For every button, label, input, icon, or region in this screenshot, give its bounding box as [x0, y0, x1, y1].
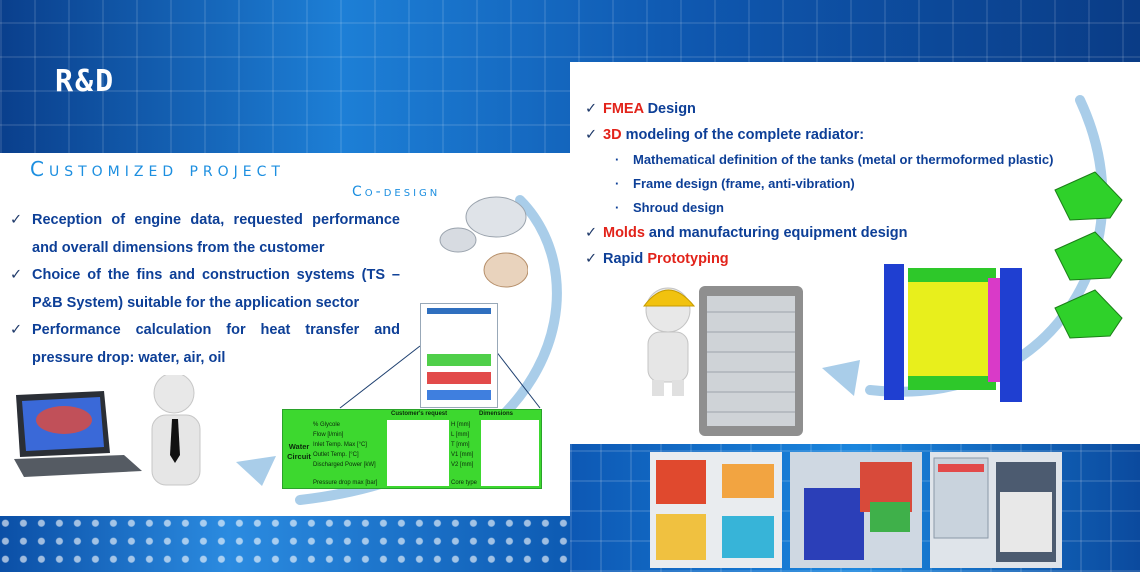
table-row: Outlet Temp. [°C]: [313, 452, 359, 458]
table-row: Inlet Temp. Max [°C]: [313, 442, 367, 448]
left-bullet-list: ✓ Reception of engine data, requested pe…: [10, 207, 400, 372]
bullet-dot: ·: [615, 152, 620, 167]
table-row: Discharged Power [kW]: [313, 462, 376, 468]
check-icon: ✓: [10, 322, 23, 338]
shroud-parts: [1050, 170, 1125, 340]
right-bullet-list: ✓ FMEA Design ✓ 3D modeling of the compl…: [585, 96, 1105, 272]
person-with-laptop: [14, 372, 224, 490]
table-dim: V2 [mm]: [451, 462, 474, 468]
test-bench-image: [930, 452, 1062, 568]
check-icon: ✓: [585, 101, 598, 117]
table-dim: L [mm]: [451, 432, 470, 438]
callout-line: [339, 345, 421, 409]
table-header-dimensions: Dimensions: [479, 411, 514, 417]
simulation-image-1: [650, 452, 782, 568]
water-circuit-label: Water Circuit: [287, 442, 311, 461]
table-header-request: Customer's request: [391, 411, 448, 417]
rd-logo: R&D: [55, 64, 116, 99]
simulation-image-2: [790, 452, 922, 568]
customized-project-heading: Customized project: [30, 157, 285, 181]
list-item-3d-modeling: ✓ 3D modeling of the complete radiator:: [585, 122, 1105, 148]
list-item: ✓ Performance calculation for heat trans…: [10, 317, 400, 372]
radiator-image: [695, 282, 807, 442]
check-icon: ✓: [585, 225, 598, 241]
table-dim: H [mm]: [451, 422, 471, 428]
list-item-prototyping: ✓ Rapid Prototyping: [585, 246, 1105, 272]
check-icon: ✓: [10, 267, 23, 283]
bullet-dot: ·: [615, 176, 620, 191]
table-dim: V1 [mm]: [451, 452, 474, 458]
customer-request-table: Customer's request Dimensions Water Circ…: [282, 409, 542, 489]
arrow-head-left: [236, 456, 276, 486]
sub-item-tanks: · Mathematical definition of the tanks (…: [585, 148, 1105, 172]
table-row: % Glycole: [313, 422, 341, 428]
table-row: Flow [l/min]: [313, 432, 344, 438]
table-row: Pressure drop max [bar]: [313, 480, 378, 486]
arrow-head-right: [822, 360, 860, 396]
bottom-left-mosaic: [0, 516, 572, 572]
person-with-helmet: [622, 272, 712, 397]
sub-item-shroud: · Shroud design: [585, 196, 1105, 220]
check-icon: ✓: [585, 251, 598, 267]
callout-line: [491, 345, 541, 409]
bullet-dot: ·: [615, 200, 620, 215]
fin-samples: [438, 195, 529, 290]
list-item: ✓ Reception of engine data, requested pe…: [10, 207, 400, 262]
radiator-3d-model: [880, 258, 1030, 408]
list-item: ✓ Choice of the fins and construction sy…: [10, 262, 400, 317]
check-icon: ✓: [10, 212, 23, 228]
list-item-fmea: ✓ FMEA Design: [585, 96, 1105, 122]
list-item-molds: ✓ Molds and manufacturing equipment desi…: [585, 220, 1105, 246]
co-design-subheading: Co-design: [352, 184, 441, 200]
sub-item-frame: · Frame design (frame, anti-vibration): [585, 172, 1105, 196]
table-dim: Core type: [451, 480, 478, 486]
check-icon: ✓: [585, 127, 598, 143]
report-thumbnail: [420, 303, 498, 408]
table-dim: T [mm]: [451, 442, 470, 448]
